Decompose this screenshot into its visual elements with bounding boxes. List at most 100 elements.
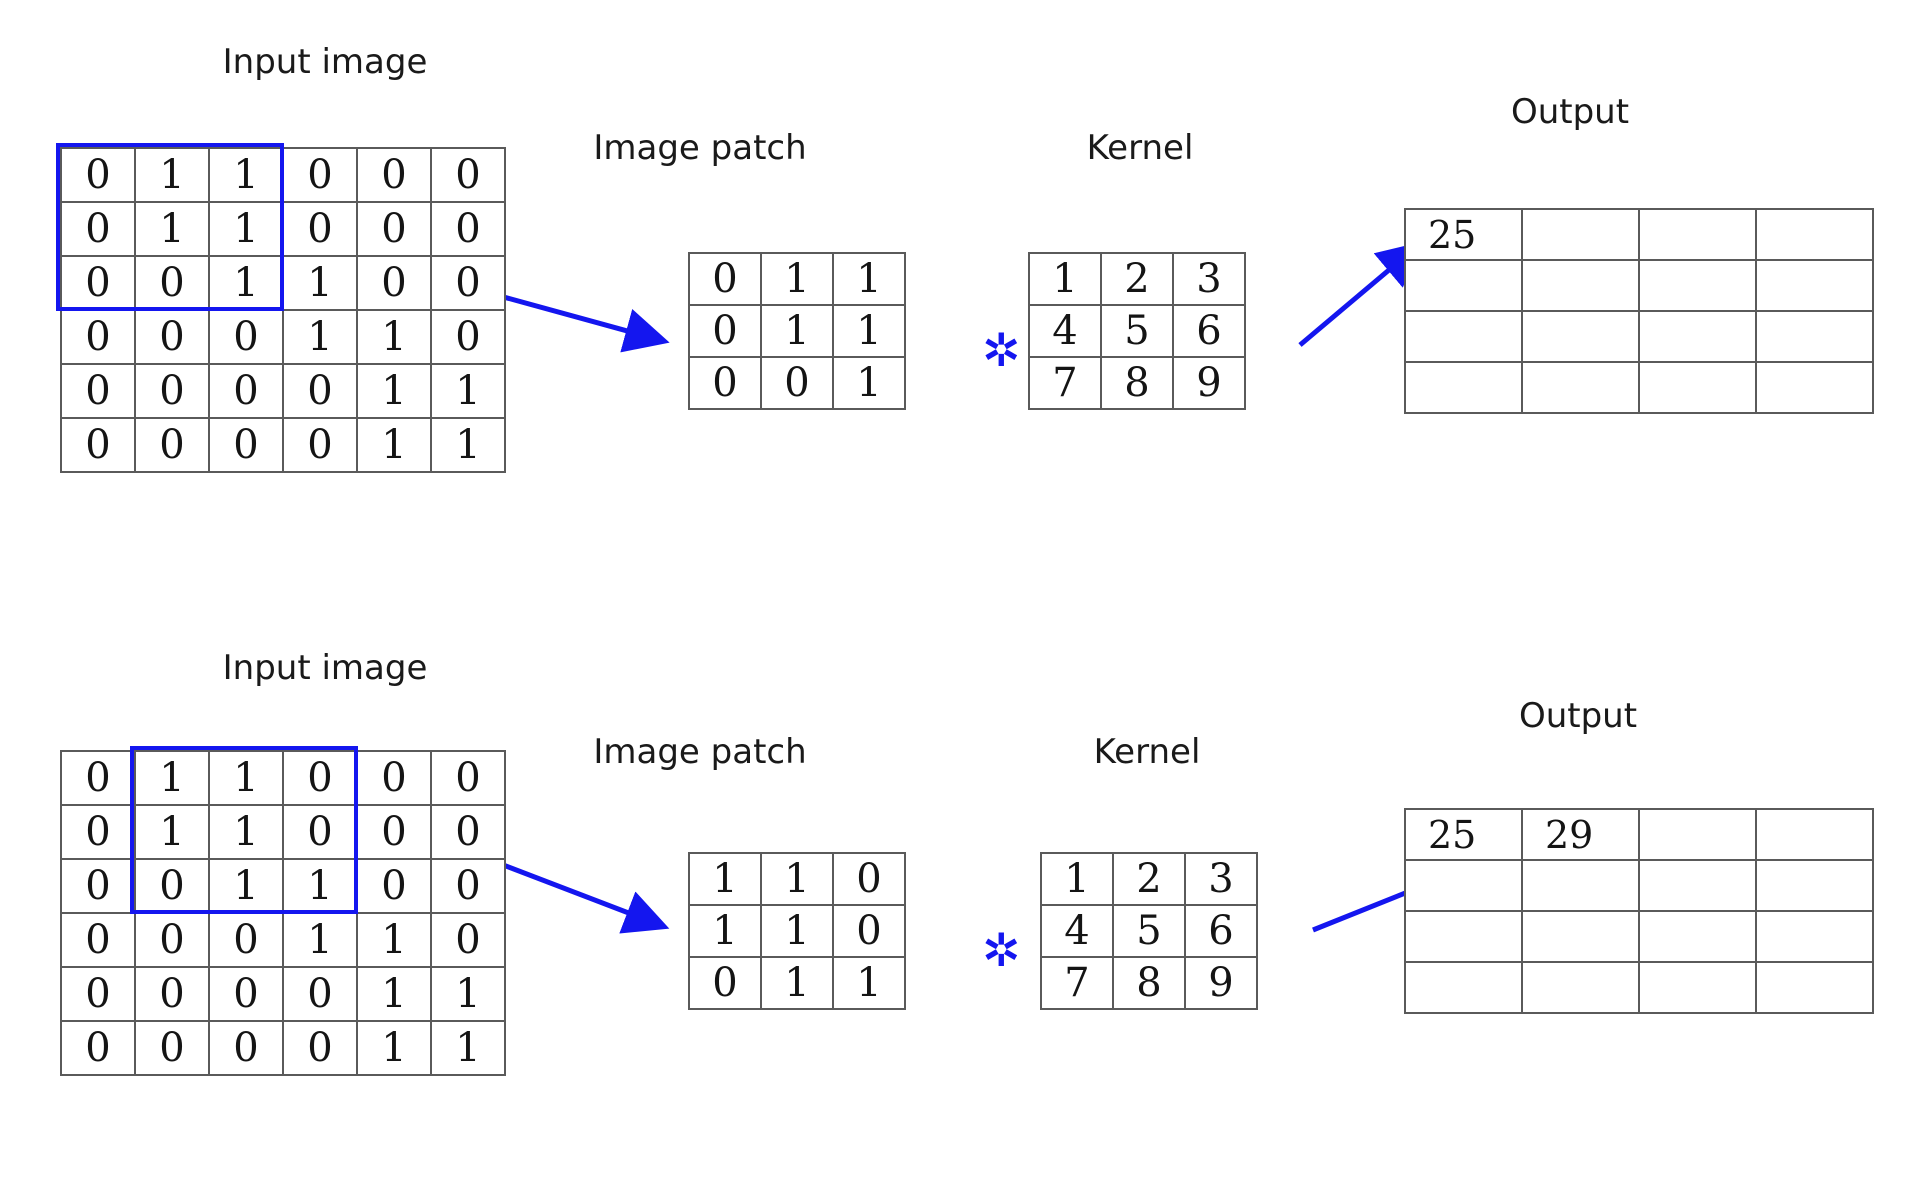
matrix-cell[interactable]: 0 (134, 858, 210, 914)
matrix-cell[interactable]: 1 (282, 912, 358, 968)
matrix-cell[interactable]: 1 (356, 417, 432, 473)
matrix-cell[interactable]: 1 (760, 252, 834, 306)
matrix-cell[interactable] (1638, 859, 1757, 912)
matrix-cell[interactable]: 0 (430, 804, 506, 860)
matrix-cell[interactable] (1404, 310, 1523, 363)
matrix-cell[interactable]: 0 (832, 904, 906, 958)
matrix-cell[interactable]: 3 (1184, 852, 1258, 906)
matrix-cell[interactable]: 1 (208, 201, 284, 257)
matrix-cell[interactable]: 9 (1184, 956, 1258, 1010)
matrix-cell[interactable]: 0 (356, 858, 432, 914)
matrix-cell[interactable]: 0 (282, 147, 358, 203)
matrix-cell[interactable]: 0 (688, 304, 762, 358)
matrix-cell[interactable]: 1 (134, 804, 210, 860)
matrix-cell[interactable]: 7 (1028, 356, 1102, 410)
matrix-cell[interactable]: 0 (430, 201, 506, 257)
matrix-cell[interactable]: 9 (1172, 356, 1246, 410)
matrix-cell[interactable] (1638, 808, 1757, 861)
matrix-cell[interactable]: 1 (208, 255, 284, 311)
matrix-cell[interactable] (1638, 961, 1757, 1014)
matrix-cell[interactable]: 0 (208, 363, 284, 419)
matrix-cell[interactable] (1404, 910, 1523, 963)
matrix-cell[interactable]: 0 (688, 356, 762, 410)
matrix-cell[interactable] (1638, 208, 1757, 261)
matrix-cell[interactable]: 0 (60, 1020, 136, 1076)
matrix-cell[interactable]: 4 (1040, 904, 1114, 958)
matrix-cell[interactable] (1521, 961, 1640, 1014)
matrix-cell[interactable]: 1 (832, 252, 906, 306)
matrix-cell[interactable]: 0 (60, 966, 136, 1022)
matrix-cell[interactable]: 0 (134, 1020, 210, 1076)
matrix-cell[interactable]: 0 (282, 417, 358, 473)
matrix-cell[interactable]: 7 (1040, 956, 1114, 1010)
matrix-cell[interactable]: 25 (1404, 208, 1523, 261)
matrix-cell[interactable]: 1 (832, 956, 906, 1010)
matrix-cell[interactable]: 0 (282, 1020, 358, 1076)
matrix-cell[interactable]: 1 (356, 363, 432, 419)
matrix-cell[interactable]: 0 (282, 750, 358, 806)
matrix-cell[interactable]: 2 (1100, 252, 1174, 306)
matrix-cell[interactable]: 0 (60, 417, 136, 473)
matrix-cell[interactable]: 0 (60, 147, 136, 203)
matrix-cell[interactable] (1755, 310, 1874, 363)
matrix-cell[interactable]: 1 (356, 912, 432, 968)
matrix-cell[interactable]: 6 (1184, 904, 1258, 958)
matrix-cell[interactable]: 1 (282, 309, 358, 365)
matrix-cell[interactable]: 0 (134, 255, 210, 311)
matrix-cell[interactable] (1404, 961, 1523, 1014)
matrix-cell[interactable]: 1 (688, 852, 762, 906)
matrix-cell[interactable]: 0 (208, 309, 284, 365)
matrix-cell[interactable]: 8 (1112, 956, 1186, 1010)
matrix-cell[interactable]: 1 (1040, 852, 1114, 906)
matrix-cell[interactable]: 0 (688, 252, 762, 306)
matrix-cell[interactable]: 0 (208, 1020, 284, 1076)
matrix-cell[interactable]: 1 (208, 858, 284, 914)
matrix-cell[interactable]: 1 (760, 956, 834, 1010)
matrix-cell[interactable]: 0 (60, 804, 136, 860)
matrix-cell[interactable] (1521, 208, 1640, 261)
matrix-cell[interactable]: 0 (356, 804, 432, 860)
output-grid-top[interactable]: 25 (1404, 208, 1874, 414)
matrix-cell[interactable]: 1 (282, 858, 358, 914)
matrix-cell[interactable]: 1 (430, 417, 506, 473)
matrix-cell[interactable]: 1 (760, 904, 834, 958)
matrix-cell[interactable] (1755, 859, 1874, 912)
matrix-cell[interactable]: 0 (282, 804, 358, 860)
matrix-cell[interactable]: 5 (1100, 304, 1174, 358)
matrix-cell[interactable]: 1 (430, 1020, 506, 1076)
matrix-cell[interactable]: 0 (282, 966, 358, 1022)
matrix-cell[interactable]: 0 (60, 750, 136, 806)
matrix-cell[interactable]: 0 (134, 912, 210, 968)
matrix-cell[interactable]: 1 (760, 304, 834, 358)
matrix-cell[interactable] (1638, 259, 1757, 312)
matrix-cell[interactable] (1755, 208, 1874, 261)
matrix-cell[interactable]: 0 (134, 309, 210, 365)
matrix-cell[interactable]: 1 (134, 201, 210, 257)
matrix-cell[interactable]: 1 (688, 904, 762, 958)
matrix-cell[interactable] (1404, 859, 1523, 912)
matrix-cell[interactable]: 1 (134, 147, 210, 203)
matrix-cell[interactable] (1404, 259, 1523, 312)
matrix-cell[interactable] (1755, 259, 1874, 312)
matrix-cell[interactable]: 1 (760, 852, 834, 906)
matrix-cell[interactable]: 0 (430, 912, 506, 968)
matrix-cell[interactable]: 1 (356, 1020, 432, 1076)
matrix-cell[interactable]: 0 (282, 201, 358, 257)
matrix-cell[interactable]: 8 (1100, 356, 1174, 410)
matrix-cell[interactable]: 1 (1028, 252, 1102, 306)
matrix-cell[interactable]: 0 (60, 255, 136, 311)
matrix-cell[interactable]: 1 (430, 363, 506, 419)
matrix-cell[interactable]: 1 (832, 304, 906, 358)
matrix-cell[interactable] (1638, 361, 1757, 414)
matrix-cell[interactable]: 0 (430, 750, 506, 806)
matrix-cell[interactable] (1755, 808, 1874, 861)
matrix-cell[interactable]: 0 (60, 363, 136, 419)
matrix-cell[interactable]: 0 (430, 309, 506, 365)
matrix-cell[interactable] (1755, 361, 1874, 414)
matrix-cell[interactable] (1521, 361, 1640, 414)
matrix-cell[interactable]: 1 (208, 750, 284, 806)
matrix-cell[interactable]: 0 (282, 363, 358, 419)
matrix-cell[interactable]: 0 (134, 363, 210, 419)
